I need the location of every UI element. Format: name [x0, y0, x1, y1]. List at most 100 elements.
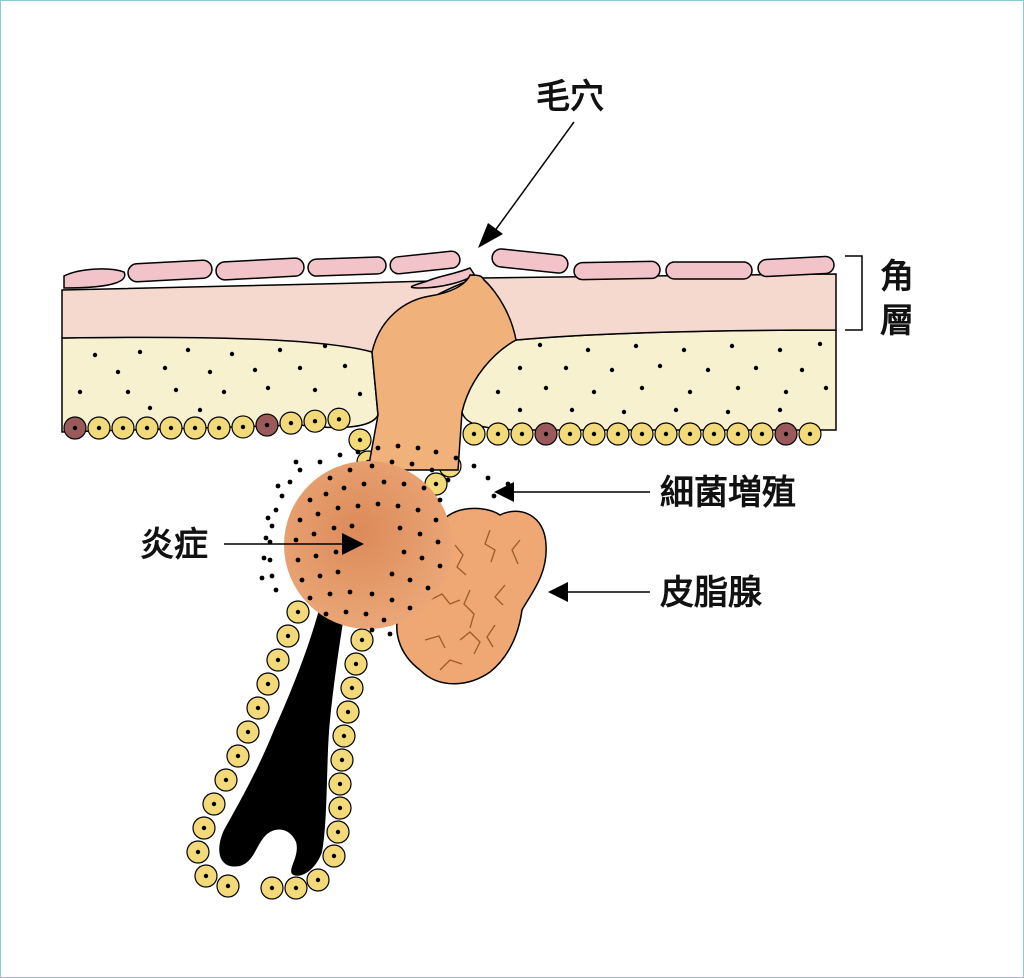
bacterium — [307, 497, 313, 503]
bacterium — [409, 461, 415, 467]
cell-nucleus — [567, 431, 573, 437]
bacteria-dots — [259, 443, 511, 637]
cell-nucleus — [349, 685, 355, 691]
cell-nucleus — [235, 753, 241, 759]
bacterium — [363, 611, 369, 617]
bacterium — [317, 459, 323, 465]
cell-nucleus — [96, 425, 102, 431]
bacteria-pointer — [494, 482, 650, 502]
cell-nucleus — [357, 437, 363, 443]
bacterium — [419, 555, 425, 561]
cell-nucleus — [240, 424, 246, 430]
bacterium — [347, 467, 353, 473]
bacterium — [337, 452, 343, 458]
bacterium — [269, 573, 275, 579]
cell-nucleus — [203, 873, 209, 879]
bacterium — [293, 459, 299, 465]
cell-nucleus — [519, 431, 525, 437]
cell-nucleus — [223, 777, 229, 783]
bacterium — [317, 573, 323, 579]
bacterium — [389, 459, 395, 465]
cell-nucleus — [264, 422, 270, 428]
bacterium — [397, 525, 403, 531]
bacterium — [275, 483, 281, 489]
bacterium — [331, 525, 337, 531]
cell-nucleus — [336, 417, 342, 422]
bacterium — [287, 479, 293, 485]
cell-nucleus — [201, 825, 207, 831]
follicle-wall-cells — [186, 428, 462, 900]
bacterium — [395, 443, 401, 449]
cell-nucleus — [711, 431, 717, 437]
bacterium — [433, 517, 439, 523]
cell-nucleus — [663, 431, 669, 437]
cell-nucleus — [495, 431, 501, 437]
cell-nucleus — [211, 801, 217, 807]
bacterium — [297, 467, 303, 473]
pore-pointer — [478, 121, 575, 248]
bacterium — [381, 479, 387, 485]
cell-nucleus — [471, 431, 477, 437]
bacterium — [389, 597, 395, 603]
bacterium — [323, 491, 329, 497]
bacterium — [267, 557, 273, 563]
cell-nucleus — [269, 885, 275, 891]
bacterium — [263, 535, 269, 541]
bacterium — [297, 517, 303, 523]
cell-nucleus — [433, 481, 439, 487]
bacterium — [295, 557, 301, 563]
epidermis-dots — [77, 341, 829, 415]
sebum-plug — [367, 274, 517, 471]
cell-nucleus — [687, 431, 693, 437]
bacterium — [485, 475, 491, 481]
bacterium — [437, 497, 443, 503]
label-stratum-corneum: 角 層 — [880, 257, 926, 341]
bacterium — [265, 515, 271, 521]
bacterium — [453, 455, 459, 461]
epidermis-layer-right — [461, 329, 837, 431]
inflammation-area — [284, 461, 452, 629]
cell-nucleus — [759, 431, 765, 437]
cell-nucleus — [783, 431, 789, 437]
cell-nucleus — [331, 853, 337, 859]
bacterium — [369, 591, 375, 597]
cell-nucleus — [345, 709, 351, 715]
bacterium — [437, 563, 443, 569]
bacterium — [259, 575, 265, 581]
cell-nucleus — [807, 431, 813, 437]
bacterium — [387, 631, 393, 637]
bacterium — [435, 539, 441, 545]
bacterium — [269, 523, 275, 529]
sebaceous-pointer — [548, 582, 650, 602]
bacterium — [355, 503, 361, 509]
bacterium — [369, 627, 375, 633]
bacterium — [355, 449, 361, 455]
bacterium — [421, 485, 427, 491]
bacterium — [267, 539, 273, 545]
cell-nucleus — [341, 733, 347, 739]
bacterium — [341, 485, 347, 491]
bacterium — [349, 523, 355, 529]
bacterium — [311, 531, 317, 537]
cell-nucleus — [543, 431, 549, 437]
cell-nucleus — [144, 425, 150, 431]
cell-nucleus — [275, 657, 281, 663]
stratum-corneum-right — [480, 273, 837, 341]
cell-nucleus — [359, 637, 365, 643]
bacterium — [401, 481, 407, 487]
cell-nucleus — [335, 829, 341, 835]
cell-nucleus — [295, 609, 301, 615]
stratum-corneum-bracket — [845, 255, 863, 331]
bacterium — [315, 511, 321, 517]
bacterium — [381, 617, 387, 623]
label-pore: 毛穴 — [536, 77, 604, 117]
cell-nucleus — [339, 757, 345, 763]
label-inflammation: 炎症 — [140, 525, 208, 565]
cell-nucleus — [216, 425, 222, 431]
label-bacteria-growth: 細菌増殖 — [660, 473, 796, 513]
bacterium — [261, 555, 267, 561]
label-sebaceous-gland: 皮脂腺 — [660, 573, 763, 613]
bacterium — [307, 595, 313, 601]
bacterium — [369, 463, 375, 469]
